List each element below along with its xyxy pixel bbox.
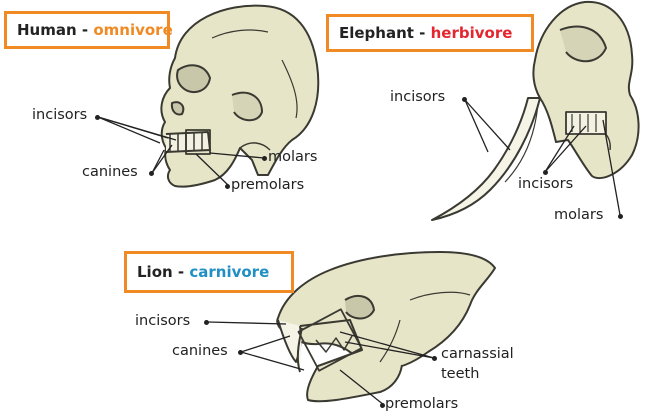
human-incisors-dot	[95, 115, 100, 120]
lion-label-carnassial: carnassial	[441, 346, 514, 362]
lion-title-separator: -	[173, 263, 190, 281]
elephant-title-name: Elephant	[339, 24, 414, 42]
human-title-diet: omnivore	[93, 21, 172, 39]
human-canines-dot	[149, 171, 154, 176]
lion-title-box: Lion - carnivore	[124, 251, 294, 293]
elephant-molars-dot	[618, 214, 623, 219]
human-label-canines: canines	[82, 164, 138, 180]
elephant-title-diet: herbivore	[431, 24, 513, 42]
lion-label-canines: canines	[172, 343, 228, 359]
human-premolars-dot	[225, 184, 230, 189]
human-molars-dot	[262, 156, 267, 161]
lion-title-diet: carnivore	[189, 263, 269, 281]
lion-carnassial-dot	[432, 356, 437, 361]
lion-incisors-dot	[204, 320, 209, 325]
human-title-separator: -	[77, 21, 94, 39]
human-label-molars: molars	[268, 149, 317, 165]
elephant-label-incisors-bottom: incisors	[518, 176, 573, 192]
elephant-label-incisors-top: incisors	[390, 89, 445, 105]
elephant-incisors-top-dot	[462, 97, 467, 102]
lion-label-premolars: premolars	[385, 396, 458, 412]
lion-premolars-dot	[380, 403, 385, 408]
lion-label-teeth: teeth	[441, 366, 479, 382]
human-title-name: Human	[17, 21, 77, 39]
elephant-incisors-bottom-dot	[543, 170, 548, 175]
elephant-title-box: Elephant - herbivore	[326, 14, 534, 52]
human-label-incisors: incisors	[32, 107, 87, 123]
lion-label-incisors: incisors	[135, 313, 190, 329]
human-label-premolars: premolars	[231, 177, 304, 193]
elephant-label-molars: molars	[554, 207, 603, 223]
human-title-box: Human - omnivore	[4, 11, 170, 49]
elephant-title-separator: -	[414, 24, 431, 42]
lion-title-name: Lion	[137, 263, 173, 281]
lion-canines-dot	[238, 350, 243, 355]
